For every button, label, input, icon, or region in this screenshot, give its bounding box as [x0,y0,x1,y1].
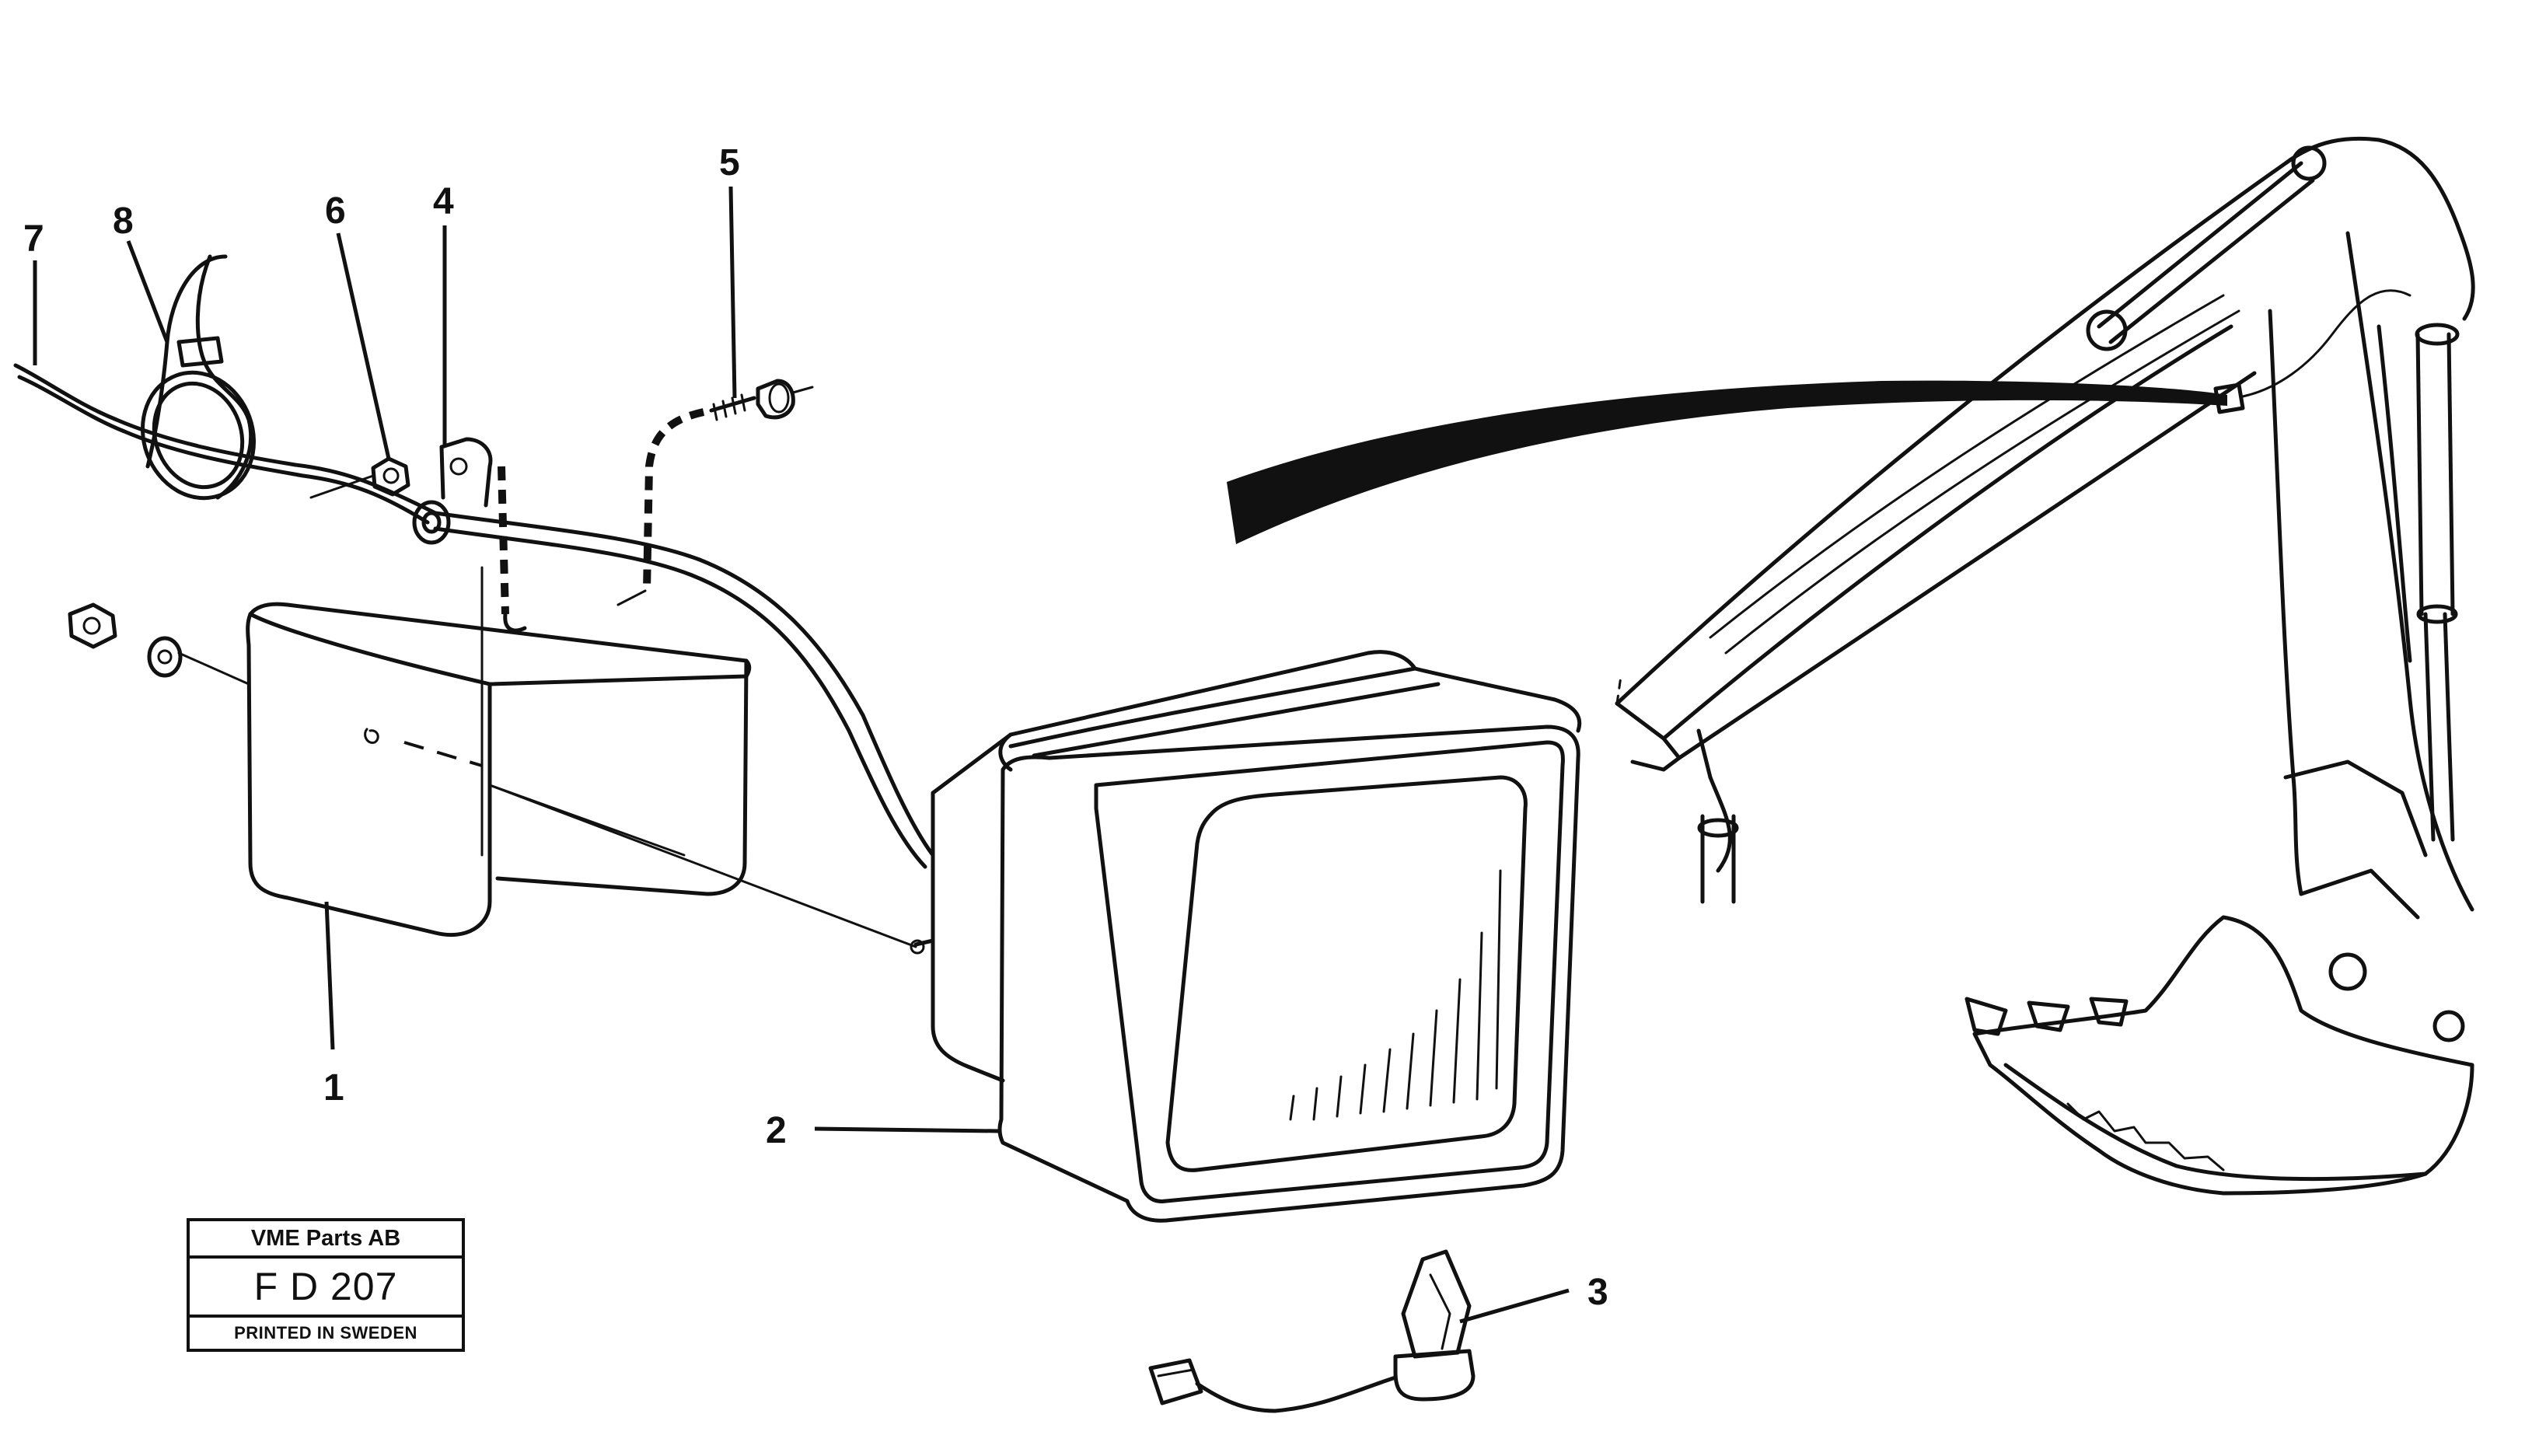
excavator-arm-illustration [1227,136,2475,1196]
title-block: VME Parts AB F D 207 PRINTED IN SWEDEN [187,1218,465,1352]
part-5-screw [616,379,814,606]
callout-7: 7 [23,218,44,260]
part-4-clip [412,437,527,857]
part-7-cable [13,363,935,869]
callout-labels: 7 8 6 4 5 1 2 3 [23,142,1608,1313]
callout-6: 6 [325,190,346,232]
callout-5: 5 [719,142,740,183]
callout-2: 2 [766,1110,787,1151]
part-8-cable-tie [140,254,257,501]
callout-1: 1 [323,1067,344,1109]
part-1-cover [177,602,752,937]
part-2-work-lamp [910,650,1582,1223]
nut-and-washer [68,602,183,678]
title-block-company: VME Parts AB [190,1221,462,1259]
title-block-printed: PRINTED IN SWEDEN [234,1323,417,1343]
leader-lines [33,186,1570,1324]
callout-3: 3 [1587,1272,1608,1313]
part-3-bulb [1148,1249,1476,1413]
assembly-line [488,784,917,948]
title-block-code: F D 207 [190,1259,462,1318]
callout-8: 8 [113,201,134,242]
callout-4: 4 [433,181,454,222]
